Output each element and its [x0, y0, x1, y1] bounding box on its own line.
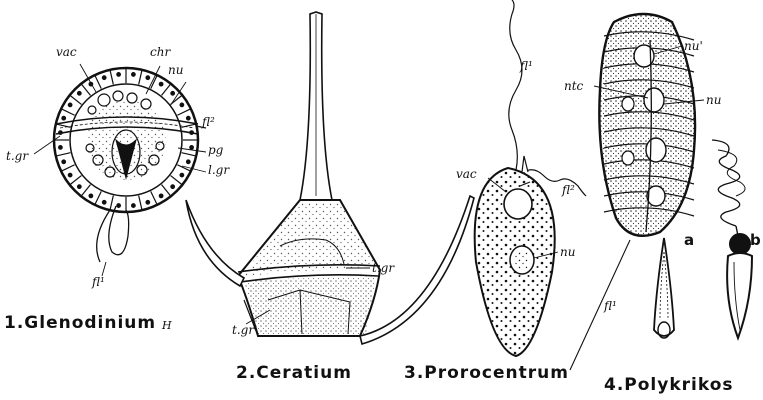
glenodinium-label-nu: nu — [168, 64, 183, 76]
glenodinium-label-fl1: fl¹ — [92, 276, 105, 288]
prorocentrum-label-vac: vac — [456, 168, 477, 180]
prorocentrum-label-fl2: fl² — [562, 184, 575, 196]
glenodinium-label-l-gr: l.gr — [208, 164, 229, 176]
ceratium-drawing — [186, 12, 474, 344]
glenodinium-drawing — [54, 68, 206, 262]
polykrikos-label-nu-prime: nu' — [684, 40, 703, 52]
ceratium-label-t-gr-top: t.gr — [372, 262, 394, 274]
nematocyst-label-b: b — [750, 234, 761, 246]
caption-prorocentrum: 3.Prorocentrum — [404, 364, 569, 382]
polykrikos-label-fl1: fl¹ — [604, 300, 617, 312]
caption-polykrikos: 4.Polykrikos — [604, 376, 734, 394]
polykrikos-label-ntc: ntc — [564, 80, 583, 92]
glenodinium-label-pg: pg — [208, 144, 223, 156]
nematocyst-b — [712, 140, 752, 338]
glenodinium-label-t-gr: t.gr — [6, 150, 28, 162]
prorocentrum-label-nu: nu — [560, 246, 575, 258]
glenodinium-label-vac: vac — [56, 46, 77, 58]
prorocentrum-drawing — [475, 0, 586, 356]
prorocentrum-label-fl1: fl¹ — [520, 60, 533, 72]
glenodinium-label-chr: chr — [150, 46, 170, 58]
polykrikos-label-nu: nu — [706, 94, 721, 106]
ceratium-label-t-gr-bottom: t.gr — [232, 324, 254, 336]
nematocyst-a — [654, 238, 674, 338]
stray-mark: H — [162, 320, 172, 332]
nematocyst-label-a: a — [684, 234, 694, 246]
caption-glenodinium: 1.Glenodinium — [4, 314, 156, 332]
glenodinium-label-fl2: fl² — [202, 116, 215, 128]
caption-ceratium: 2.Ceratium — [236, 364, 352, 382]
polykrikos-drawing — [570, 14, 695, 370]
